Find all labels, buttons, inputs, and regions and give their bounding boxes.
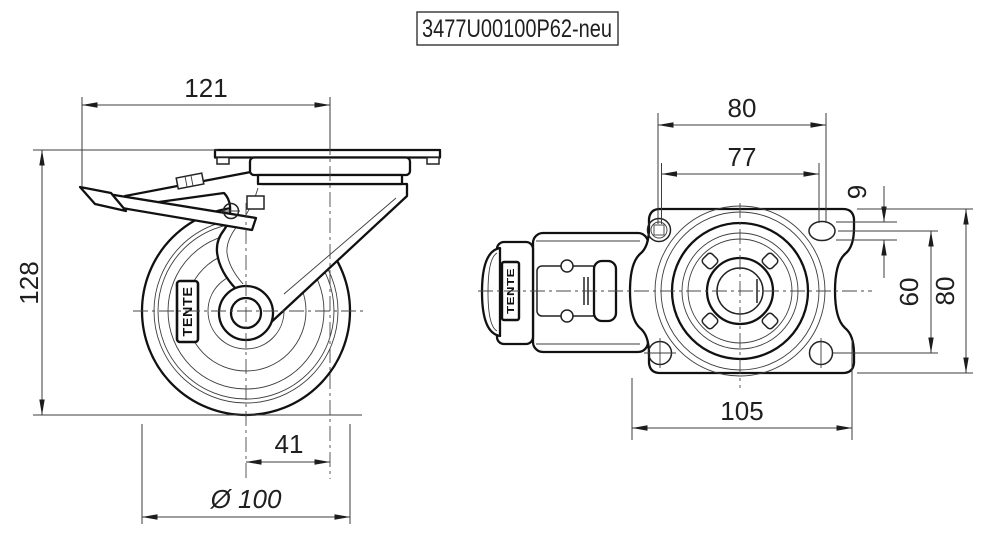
dim-105-label: 105	[720, 396, 763, 426]
dim-121-label: 121	[184, 73, 227, 103]
title-box	[416, 11, 619, 46]
dim-9-label: 9	[842, 185, 872, 199]
bolt-slot-top-right	[808, 220, 836, 242]
dimension-121: 121	[81, 73, 331, 108]
dimension-41: 41	[245, 429, 331, 465]
dimension-128: 128	[14, 149, 45, 416]
side-view: TENTE 121 128	[14, 73, 442, 524]
lever-pivot-block	[246, 195, 265, 210]
dim-77-label: 77	[728, 142, 757, 172]
bolt-hole-top-left	[646, 217, 672, 243]
dimension-105: 105	[631, 396, 853, 431]
dimension-80-right: 80	[930, 208, 969, 374]
brake-pedal-tip	[78, 185, 128, 213]
dimension-9: 9	[842, 185, 887, 278]
brake-lever	[78, 185, 265, 232]
dim-41-label: 41	[275, 429, 304, 459]
brake-latch	[175, 172, 205, 190]
dim-128-label: 128	[14, 261, 44, 304]
title-block: 3477U00100P62-neu	[416, 11, 619, 46]
dim-60-label: 60	[894, 278, 924, 307]
dim-80-right-label: 80	[930, 277, 960, 306]
dimension-60: 60	[894, 230, 934, 354]
top-view: TENTE	[478, 93, 973, 440]
rivet-slots	[701, 252, 779, 330]
pedal-assembly: TENTE	[480, 231, 650, 354]
wheel-brand-label: TENTE	[180, 287, 195, 337]
dim-wheel-diameter-label: Ø 100	[210, 484, 282, 514]
bolt-holes	[644, 217, 836, 368]
wheel-brand-plate: TENTE	[175, 279, 200, 344]
dimension-wheel-diameter: Ø 100	[141, 484, 351, 520]
dimension-80-top: 80	[657, 93, 827, 128]
fork-inner-edge	[226, 187, 259, 285]
fork-fold-line	[283, 197, 397, 295]
dimension-77: 77	[661, 142, 820, 177]
pedal-end-cap	[480, 246, 502, 338]
dim-80-top-label: 80	[728, 93, 757, 123]
drawing-number: 3477U00100P62-neu	[422, 15, 612, 43]
